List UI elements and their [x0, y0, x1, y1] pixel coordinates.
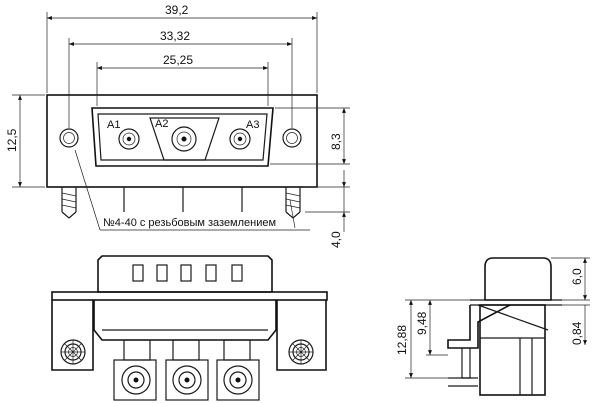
- boardlock-right: [285, 187, 301, 219]
- label-a1: A1: [107, 119, 120, 131]
- dim-mount-hole-spacing: 33,32: [68, 29, 293, 128]
- mount-hole-right: [282, 128, 302, 148]
- svg-text:25,25: 25,25: [163, 53, 193, 67]
- svg-text:12,5: 12,5: [5, 128, 19, 152]
- label-a2: A2: [155, 118, 168, 130]
- front-flange: [46, 94, 318, 188]
- contact-a2: [171, 126, 197, 152]
- bottom-body: [93, 300, 277, 341]
- contact-a3: [229, 128, 251, 150]
- dim-row-offset: 8,3: [270, 107, 350, 165]
- contact-a2-inset: [149, 117, 220, 161]
- svg-text:4,0: 4,0: [329, 231, 343, 248]
- callout-leader: [74, 149, 310, 231]
- label-a3: A3: [246, 119, 259, 131]
- bottom-flange: [51, 291, 328, 301]
- dim-pin-length: 4,0: [305, 170, 350, 248]
- side-mount-left: [51, 300, 94, 371]
- svg-text:8,3: 8,3: [329, 133, 343, 150]
- dim-overall-width: 39,2: [46, 3, 318, 93]
- svg-text:33,32: 33,32: [160, 29, 190, 43]
- coax-a2: [165, 339, 209, 401]
- coax-a3: [216, 339, 260, 401]
- dim-shell-width: 25,25: [96, 53, 269, 106]
- side-body: [479, 304, 546, 396]
- slot-1: [132, 264, 144, 282]
- svg-text:12,88: 12,88: [395, 325, 409, 355]
- boardlock-left: [61, 187, 77, 219]
- dim-side-height-total: 12,88: [395, 299, 470, 379]
- side-shell: [484, 257, 552, 301]
- svg-text:39,2: 39,2: [165, 3, 189, 17]
- coax-a1: [113, 339, 157, 401]
- dim-side-shell-height: 6,0: [551, 257, 590, 301]
- svg-text:9,48: 9,48: [415, 311, 429, 335]
- front-shell-outer: [91, 107, 274, 167]
- slot-5: [231, 264, 243, 282]
- side-bracket: [447, 304, 511, 349]
- dim-side-offset: 0,84: [562, 304, 590, 345]
- svg-text:6,0: 6,0: [570, 268, 584, 285]
- dim-flange-height: 12,5: [5, 94, 45, 188]
- slot-4: [205, 264, 217, 282]
- slot-2: [156, 264, 168, 282]
- front-shell-inner: [97, 113, 268, 161]
- side-mount-right: [276, 300, 327, 371]
- slot-3: [180, 264, 192, 282]
- bottom-view: [51, 255, 328, 401]
- callout-text: №4-40 с резьбовым заземлением: [103, 217, 276, 229]
- dim-side-height-upper: 9,48: [415, 300, 448, 356]
- svg-text:0,84: 0,84: [570, 321, 584, 345]
- bottom-shell: [97, 255, 273, 293]
- front-view: A1 A2 A3 39,2 33,32: [5, 3, 350, 248]
- side-view: 12,88 9,48 6,0 0,84: [395, 257, 590, 396]
- mount-hole-left: [59, 128, 79, 148]
- contact-a1: [118, 128, 140, 150]
